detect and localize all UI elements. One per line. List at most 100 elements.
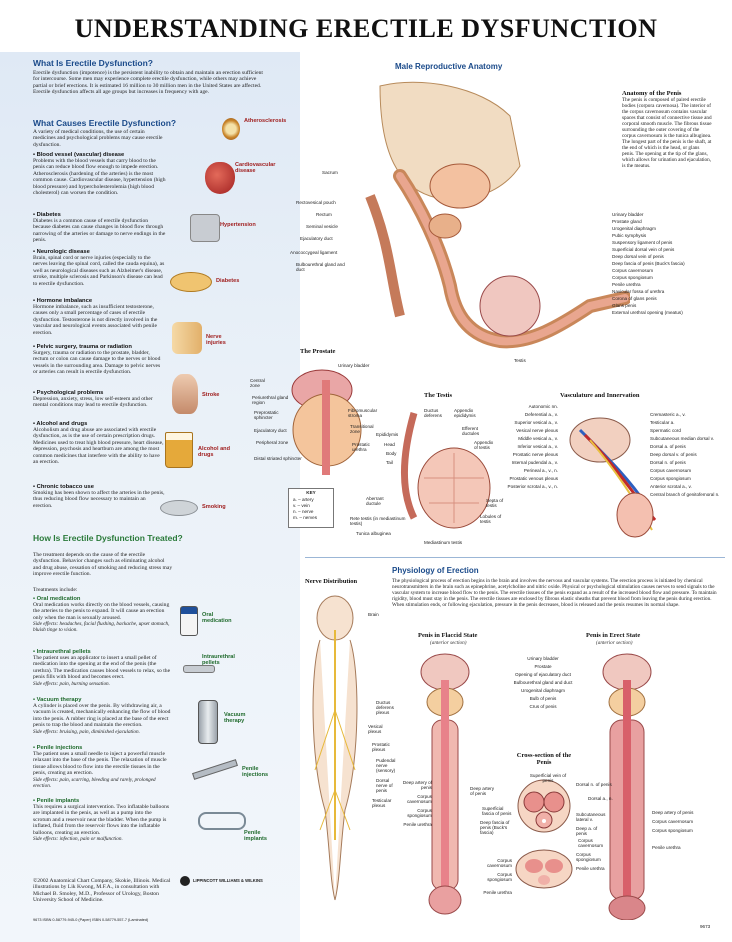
erect-label: Corpus spongiosum xyxy=(652,828,693,833)
vasc-label: Superior vesical a., v. xyxy=(514,420,558,425)
flaccid-label: Corpus spongiosum xyxy=(407,808,432,818)
testis-label: Aberrant ductule xyxy=(366,496,384,506)
testis-label: Appendix of testis xyxy=(474,440,494,450)
testis-label: Head xyxy=(384,442,395,447)
cause-text: Depression, anxiety, stress, low self-es… xyxy=(33,396,153,409)
vasc-label: Middle vesical a., v. xyxy=(518,436,558,441)
cause-heading: • Diabetes xyxy=(33,212,61,218)
penis-anatomy-heading: Anatomy of the Penis xyxy=(622,90,682,97)
treatment-text: The patient uses an applicator to insert… xyxy=(33,655,171,681)
treatment-icon-label: Oral medication xyxy=(202,612,232,624)
vasc-label: Spermatic cord xyxy=(650,428,681,433)
treatment-text: A cylinder is placed over the penis. By … xyxy=(33,703,171,729)
cross-section-illustration xyxy=(517,779,571,833)
vasc-label: Testicular a. xyxy=(650,420,675,425)
icon-label: Diabetes xyxy=(216,278,240,284)
testis-label: Tail xyxy=(386,460,393,465)
cause-heading: • Chronic tobacco use xyxy=(33,484,94,490)
prostate-label: Prostatic urethra xyxy=(352,442,370,452)
treatment-text: The patient uses a small needle to injec… xyxy=(33,751,167,777)
chart-code: 9673 xyxy=(700,924,711,929)
cross-label: Superficial vein of penis xyxy=(529,773,567,783)
center-label: Urinary bladder xyxy=(527,656,559,661)
nerve-label: Ductus deferens plexus xyxy=(376,700,394,715)
vasc-label: Dorsal a. of penis xyxy=(650,444,686,449)
cause-item: • Neurologic disease Brain, spinal cord … xyxy=(33,249,166,287)
anatomy-label: Rectum xyxy=(316,212,332,217)
cause-heading: • Neurologic disease xyxy=(33,249,90,255)
cause-item: • Psychological problems Depression, anx… xyxy=(33,390,166,409)
prostate-label: Ejaculatory duct xyxy=(254,428,287,433)
what-text: Erectile dysfunction (impotence) is the … xyxy=(33,70,263,96)
causes-intro: A variety of medical conditions, the use… xyxy=(33,129,163,148)
icon-label: Cardiovascular disease xyxy=(235,162,276,174)
cause-item: • Diabetes Diabetes is a common cause of… xyxy=(33,212,166,244)
cause-text: Alcoholism and drug abuse are associated… xyxy=(33,427,164,466)
cause-item: • Pelvic surgery, trauma or radiation Su… xyxy=(33,344,166,376)
icon-label: Stroke xyxy=(202,392,220,398)
icon-label: Hypertension xyxy=(220,222,256,228)
icon-label: Atherosclerosis xyxy=(244,118,287,124)
penis-anatomy-text: The penis is composed of paired erectile… xyxy=(622,97,712,169)
bottom-label: Corpus spongiosum xyxy=(487,872,512,882)
anatomy-label: Pubic symphysis xyxy=(612,233,647,238)
center-label: Urogenital diaphragm xyxy=(521,688,565,693)
cause-heading: • Pelvic surgery, trauma or radiation xyxy=(33,344,132,350)
anatomy-label: Superficial dorsal vein of penis xyxy=(612,247,675,252)
treatment-text: Oral medication works directly on the bl… xyxy=(33,602,170,621)
anatomy-label: Navicular fossa of urethra xyxy=(612,289,665,294)
testis-illustration xyxy=(401,412,491,529)
nerve-label: Testicular plexus xyxy=(372,798,392,808)
cause-text: Smoking has been shown to affect the art… xyxy=(33,490,165,509)
heart-icon xyxy=(205,162,235,194)
anatomy-label: Ejaculatory duct xyxy=(300,236,333,241)
anatomy-label: Glans penis xyxy=(612,303,637,308)
key-row: a. – artery xyxy=(293,497,314,502)
anatomy-right-labels: Urinary bladder Prostate gland Urogenita… xyxy=(612,212,722,315)
treatment-icon-label: Penile injections xyxy=(242,766,269,778)
anatomy-label: Anococcygeal ligament xyxy=(290,250,338,255)
vasc-label: Central branch of genitofemoral n. xyxy=(650,492,720,497)
nerve-label: Prostatic plexus xyxy=(372,742,390,752)
vasc-label: Prostatic nerve plexus xyxy=(512,452,558,457)
testis-label: Epididymis xyxy=(376,432,399,437)
vasc-label: Internal pudendal a., v. xyxy=(511,460,558,465)
erect-label: Penile urethra xyxy=(652,845,681,850)
testis-label: Appendix epididymis xyxy=(454,408,476,418)
pancreas-icon xyxy=(170,272,212,292)
treatment-item: • Vacuum therapy A cylinder is placed ov… xyxy=(33,697,171,735)
treatment-item: • Penile implants This requires a surgic… xyxy=(33,798,171,842)
anatomy-label: Corpus spongiosum xyxy=(612,275,653,280)
cross-label: Corpus spongiosum xyxy=(576,852,601,862)
vacuum-pump-icon xyxy=(198,700,218,744)
vasc-left-labels: Autonomic nn. Deferential a., v. Superio… xyxy=(494,404,558,489)
anatomy-label: External urethral opening (meatus) xyxy=(612,310,683,315)
center-label: Opening of ejaculatory duct xyxy=(515,672,571,677)
nerve-distribution-heading: Nerve Distribution xyxy=(305,578,358,585)
anatomy-label: Penile urethra xyxy=(612,282,641,287)
icon-label: Alcohol and drugs xyxy=(198,446,231,458)
erect-side-labels: Deep artery of penis Corpus cavernosum C… xyxy=(652,810,712,850)
treat-heading: How Is Erectile Dysfunction Treated? xyxy=(33,533,183,543)
treatment-item: • Intraurethral pellets The patient uses… xyxy=(33,649,171,687)
vasc-label: Dorsal n. of penis xyxy=(650,460,686,465)
vasc-label: Deep dorsal v. of penis xyxy=(650,452,697,457)
flaccid-label: Deep artery of penis xyxy=(402,780,432,790)
cross-label: Dorsal n. of penis xyxy=(576,782,612,787)
causes-heading: What Causes Erectile Dysfunction? xyxy=(33,118,177,128)
cross-section-heading: Cross-section of the Penis xyxy=(516,752,572,766)
cause-heading: • Hormone imbalance xyxy=(33,298,93,304)
cause-text: Diabetes is a common cause of erectile d… xyxy=(33,218,166,244)
testis-label: Lobules of testis xyxy=(480,514,502,524)
flaccid-label: Penile urethra xyxy=(403,822,432,827)
vasc-right-labels: Cremasteric a., v. Testicular a. Spermat… xyxy=(650,412,728,497)
blood-pressure-cuff-icon xyxy=(190,214,220,242)
prostate-label: Fibromuscular stroma xyxy=(348,408,378,418)
cause-item: • Hormone imbalance Hormone imbalance, s… xyxy=(33,298,166,336)
treat-include: Treatments include: xyxy=(33,587,78,593)
flaccid-label: Corpus cavernosum xyxy=(406,794,432,804)
side-effects: Side effects: pain, scarring, bleeding a… xyxy=(33,776,156,789)
anatomy-label: Prostate gland xyxy=(612,219,642,224)
prostate-label: Central zone xyxy=(250,378,265,388)
testis-label: Tunica albuginea xyxy=(356,531,391,536)
